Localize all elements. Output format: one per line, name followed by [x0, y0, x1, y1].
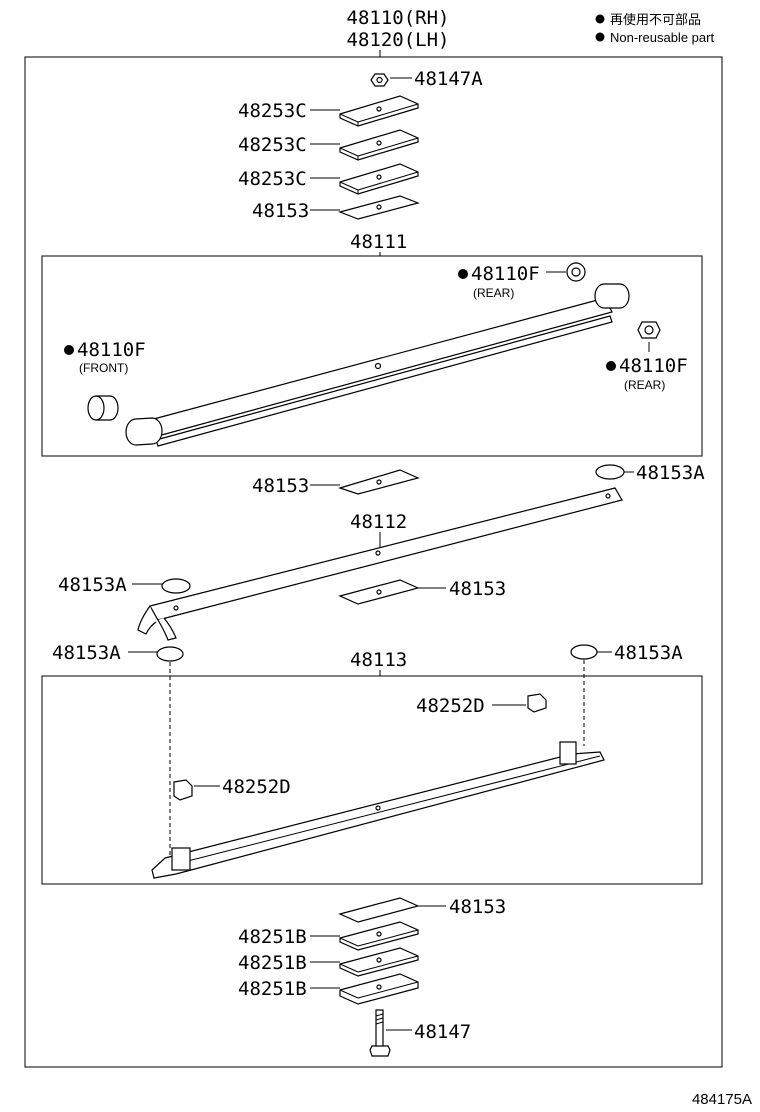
- plate-48251b-icon: [339, 973, 419, 1005]
- pad-48153a-icon: [161, 578, 191, 594]
- label-48112: 48112: [350, 511, 407, 533]
- plate-48253c-icon: [339, 163, 419, 195]
- label-48251b-1: 48251B: [238, 926, 307, 948]
- label-48110f-rear-top: 48110F: [471, 263, 540, 285]
- non-reusable-bullet-icon: [64, 345, 74, 355]
- outer-frame: [24, 56, 723, 1068]
- label-48147: 48147: [414, 1021, 471, 1043]
- label-48253c-3: 48253C: [238, 168, 307, 190]
- leaf-48111-box: [41, 255, 703, 457]
- bolt-48147-icon: [369, 1009, 391, 1057]
- legend-bullet-icon: [595, 32, 605, 42]
- label-48113: 48113: [350, 649, 407, 671]
- legend-bullet-icon: [595, 14, 605, 24]
- label-48253c-2: 48253C: [238, 134, 307, 156]
- label-48153-bottom: 48153: [449, 896, 506, 918]
- pad-48153a-icon: [570, 644, 598, 660]
- label-48147a: 48147A: [414, 68, 483, 90]
- pad-48153a-icon: [156, 646, 184, 662]
- label-48153-top: 48153: [252, 200, 309, 222]
- clip-48252d-icon: [527, 693, 547, 713]
- label-48153a-4: 48153A: [614, 642, 683, 664]
- bushing-rear-icon: [637, 321, 661, 339]
- nut-48147a-icon: [370, 73, 389, 87]
- non-reusable-bullet-icon: [458, 269, 468, 279]
- label-48110f-rear: 48110F: [619, 355, 688, 377]
- leaf-48112-icon: [137, 487, 623, 641]
- label-front: (FRONT): [79, 361, 128, 375]
- non-reusable-bullet-icon: [606, 361, 616, 371]
- label-48153-b: 48153: [449, 578, 506, 600]
- clip-48252d-icon: [173, 779, 193, 801]
- label-48153a-3: 48153A: [52, 642, 121, 664]
- legend-jp-text: 再使用不可部品: [610, 12, 701, 27]
- label-48110f-front: 48110F: [77, 339, 146, 361]
- label-48252d-2: 48252D: [222, 776, 291, 798]
- bushing-front-icon: [87, 395, 119, 421]
- assembly-lh-label: 48120(LH): [347, 29, 450, 51]
- label-48153-a: 48153: [252, 475, 309, 497]
- shim-48153-icon: [338, 897, 420, 923]
- plate-48253c-icon: [339, 129, 419, 161]
- leaf-48113-icon: [151, 741, 605, 879]
- pad-48153a-icon: [595, 464, 625, 480]
- label-48251b-3: 48251B: [238, 978, 307, 1000]
- bushing-rear-top-icon: [566, 262, 586, 282]
- plate-48251b-icon: [339, 947, 419, 977]
- diagram-id: 484175A: [692, 1091, 752, 1108]
- label-rear: (REAR): [624, 378, 665, 392]
- main-leaf-48111-icon: [125, 283, 630, 447]
- label-48111: 48111: [350, 231, 407, 253]
- shim-48153-icon: [338, 195, 420, 220]
- plate-48251b-icon: [339, 921, 419, 951]
- label-48251b-2: 48251B: [238, 952, 307, 974]
- leaf-48113-box: [41, 675, 703, 885]
- shim-48153-icon: [338, 579, 420, 605]
- label-48252d-1: 48252D: [416, 695, 485, 717]
- label-48153a-1: 48153A: [58, 574, 127, 596]
- label-48153a-2: 48153A: [636, 462, 705, 484]
- legend-en-text: Non-reusable part: [610, 30, 714, 45]
- label-48253c-1: 48253C: [238, 100, 307, 122]
- plate-48253c-icon: [339, 95, 419, 127]
- label-rear-top: (REAR): [473, 286, 514, 300]
- shim-48153-icon: [338, 469, 420, 495]
- assembly-rh-label: 48110(RH): [347, 7, 450, 29]
